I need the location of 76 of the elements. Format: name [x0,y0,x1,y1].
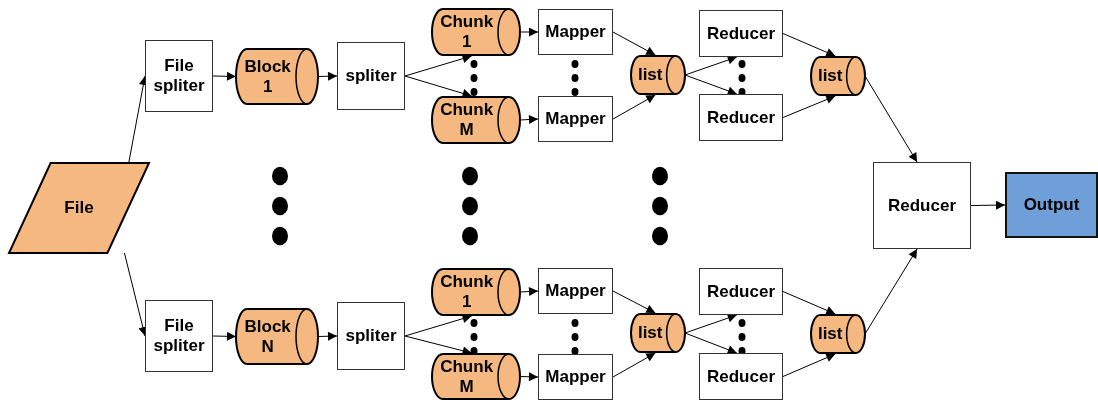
node-label: list [637,65,663,85]
node-label: Output [1023,195,1080,215]
process-box [699,268,783,315]
node-label: Mapper [545,367,606,387]
node-label: Chunk M [439,356,495,397]
arrow [782,33,836,57]
node-label: Reducer [707,23,775,44]
arrow [684,74,738,96]
process-box [873,162,971,249]
storage-cylinder [236,308,318,365]
arrow [612,290,656,314]
node-label: Mapper [545,109,606,129]
arrow [212,71,237,81]
process-box [538,268,613,314]
node-label: Reducer [888,195,956,216]
node-label: Reducer [707,281,775,302]
node-label: File spliter [152,56,206,96]
arrow [404,314,473,337]
process-box [699,94,783,141]
storage-cylinder [432,353,520,400]
node-label: File [64,198,94,218]
node-label: list [817,66,843,86]
process-box [699,10,783,57]
node-label: Mapper [545,281,606,301]
arrow [317,71,338,81]
storage-cylinder [631,55,685,95]
storage-cylinder [811,314,865,354]
arrow [782,291,836,315]
storage-cylinder [432,8,520,56]
arrow [684,313,738,334]
storage-cylinder [811,56,865,96]
process-box [538,354,613,400]
arrow [782,95,836,118]
node-label: Chunk M [439,100,495,140]
arrow [404,335,473,356]
data-parallelogram [8,162,150,254]
arrow [684,332,738,354]
process-box [337,42,405,110]
arrow [519,115,539,124]
storage-cylinder [631,313,685,353]
arrow [317,331,338,341]
arrow [864,248,918,335]
process-box [699,353,783,400]
arrow [782,353,836,377]
storage-cylinder [432,96,520,144]
node-label: Chunk 1 [439,12,495,52]
node-label: Mapper [545,22,606,42]
node-label: Reducer [707,366,775,387]
arrow [970,200,1006,210]
output-box [1005,172,1098,238]
storage-cylinder [236,48,318,105]
process-box [337,302,405,370]
arrow [612,352,656,378]
arrow [212,331,237,341]
arrow [519,372,539,382]
process-box [145,300,213,372]
node-label: spliter [345,326,397,346]
arrow [404,75,473,98]
arrow [612,31,656,56]
node-label: File spliter [152,316,206,356]
node-label: Block 1 [243,56,292,97]
node-label: list [637,323,663,343]
process-box [538,96,613,142]
arrow [404,54,473,77]
arrow [684,55,738,76]
node-label: list [817,324,843,344]
arrow [519,287,539,296]
node-label: spliter [345,66,397,86]
node-label: Chunk 1 [439,272,495,312]
process-box [538,9,613,55]
node-label: Block N [243,316,292,357]
storage-cylinder [432,268,520,316]
process-box [145,40,213,112]
arrow [519,27,539,37]
arrow [612,94,656,120]
node-label: Reducer [707,107,775,128]
